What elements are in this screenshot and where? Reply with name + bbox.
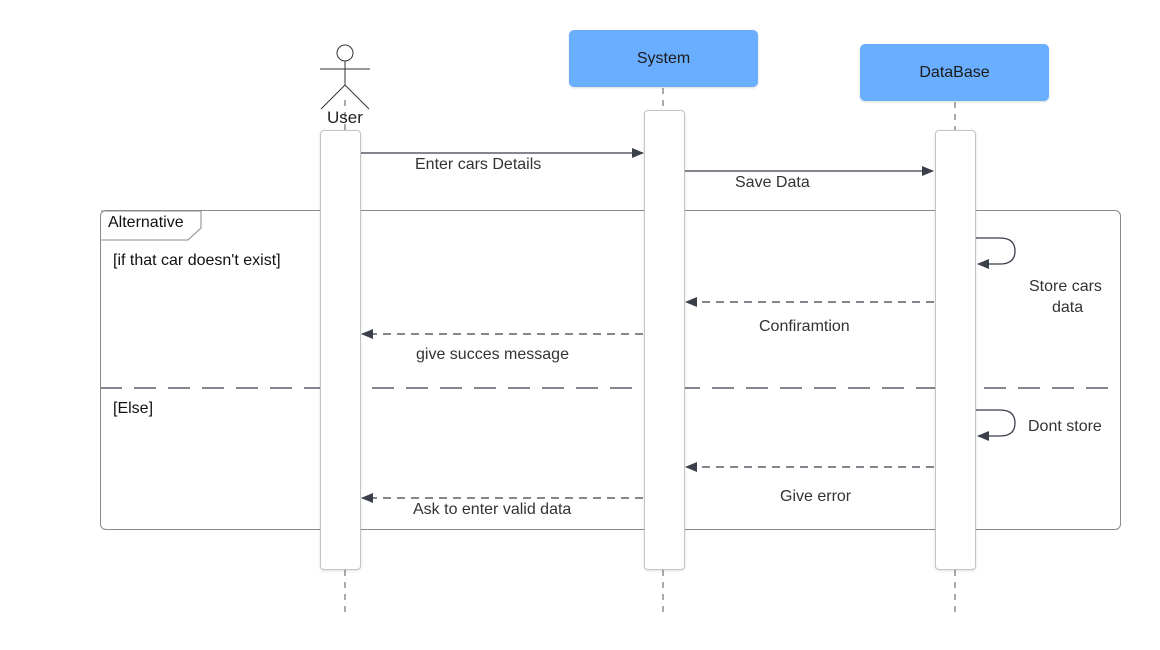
- msg-ask-valid-data: Ask to enter valid data: [413, 501, 572, 518]
- guard-else: [Else]: [113, 400, 154, 417]
- msg-store-cars-data-line2: data: [1052, 299, 1084, 316]
- msg-confirmation: Confiramtion: [759, 318, 850, 335]
- msg-give-success: give succes message: [416, 346, 569, 363]
- activation-database: [935, 130, 976, 570]
- self-arrow-dont-store: [976, 409, 1016, 441]
- guard-if: [if that car doesn't exist]: [113, 252, 281, 269]
- alternative-fragment: [100, 210, 1121, 530]
- user-actor-icon: [320, 44, 370, 110]
- activation-system: [644, 110, 685, 570]
- fragment-tag-outline: [101, 210, 202, 241]
- msg-dont-store: Dont store: [1028, 418, 1102, 435]
- msg-enter-cars-details: Enter cars Details: [415, 156, 542, 173]
- activation-user: [320, 130, 361, 570]
- msg-give-error: Give error: [780, 488, 852, 505]
- participant-database[interactable]: DataBase: [860, 44, 1049, 101]
- msg-save-data: Save Data: [735, 174, 810, 191]
- msg-store-cars-data-line1: Store cars: [1029, 278, 1102, 295]
- participant-system[interactable]: System: [569, 30, 758, 87]
- participant-database-label: DataBase: [919, 63, 990, 81]
- fragment-label: Alternative: [108, 214, 184, 231]
- participant-system-label: System: [636, 49, 691, 67]
- self-arrow-store-cars-data: [976, 237, 1016, 269]
- participant-user-label: User: [327, 108, 363, 127]
